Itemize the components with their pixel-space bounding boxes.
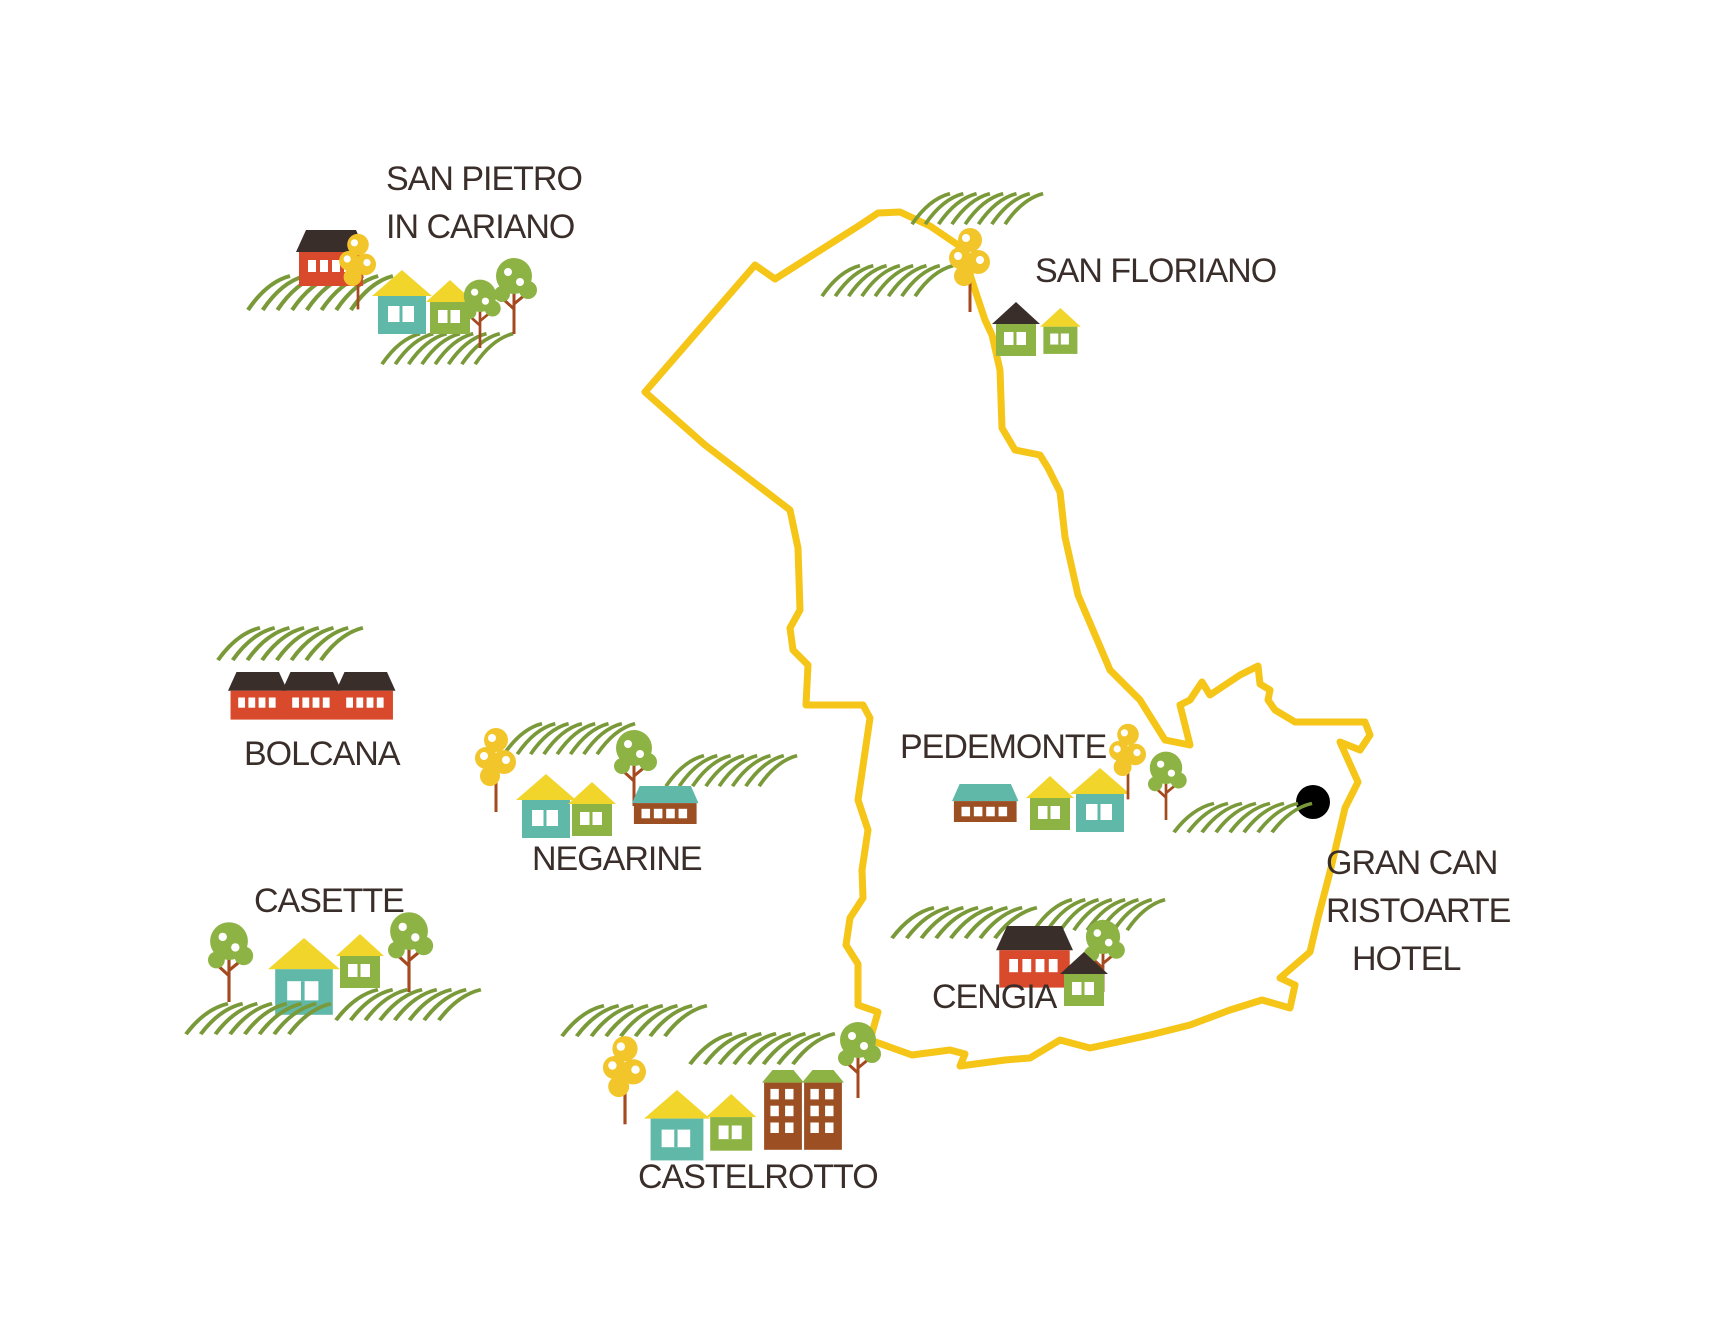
vineyard-rows-icon [1172,801,1314,835]
house-icon [952,784,1019,822]
house-icon [1038,306,1083,356]
village-cengia: CENGIA [892,897,1167,1016]
apartment-building-icon [802,1070,844,1150]
label-pedemonte: PEDEMONTE [900,728,1107,766]
label-gran-can-2: RISTOARTE [1326,892,1511,930]
vineyard-rows-icon [502,721,638,757]
vineyard-rows-icon [820,263,956,299]
house-icon [566,780,618,838]
tree-icon [601,1034,648,1126]
village-san-floriano: SAN FLORIANO [820,191,1277,358]
vineyard-rows-icon [562,1006,707,1037]
tree-icon [386,910,435,994]
tree-icon [836,1020,883,1100]
label-bolcana: BOLCANA [244,735,401,773]
village-bolcana: BOLCANA [218,628,402,773]
label-san-floriano: SAN FLORIANO [1035,252,1276,290]
vineyard-rows-icon [336,990,481,1021]
label-san-pietro-1: SAN PIETRO [386,160,582,198]
tree-icon [1146,750,1189,822]
village-pedemonte: PEDEMONTE [900,722,1314,835]
label-casette: CASETTE [254,882,404,920]
tree-icon [206,920,255,1004]
vineyard-rows-icon [380,331,516,367]
label-gran-can-1: GRAN CAN [1326,844,1497,882]
house-icon [1068,766,1132,834]
house-icon [228,672,288,720]
village-san-pietro: SAN PIETRO IN CARIANO [248,160,583,367]
village-negarine: NEGARINE [473,721,800,878]
apartment-building-icon [762,1070,804,1150]
label-castelrotto: CASTELROTTO [638,1158,878,1196]
village-casette: CASETTE [186,882,481,1034]
vineyard-rows-icon [218,628,363,660]
label-cengia: CENGIA [932,978,1058,1016]
tree-icon [460,278,503,350]
house-icon [514,772,578,840]
hotel-label: GRAN CAN RISTOARTE HOTEL [1326,844,1512,978]
village-castelrotto: CASTELROTTO [562,1006,883,1196]
label-san-pietro-2: IN CARIANO [386,208,574,246]
start-point-marker[interactable] [1296,785,1330,819]
vineyard-rows-icon [664,753,800,789]
house-icon [282,672,342,720]
house-icon [990,300,1042,358]
house-icon [632,786,699,824]
vineyard-rows-icon [910,191,1045,227]
house-icon [1024,774,1076,832]
house-icon [334,932,386,990]
label-negarine: NEGARINE [532,840,702,878]
vineyard-rows-icon [690,1034,835,1065]
label-gran-can-3: HOTEL [1352,940,1460,978]
route-loop [641,208,1374,1070]
tree-icon [473,726,518,814]
house-icon [336,672,396,720]
house-icon [642,1088,712,1163]
tree-icon [492,256,539,336]
house-icon [704,1092,758,1153]
